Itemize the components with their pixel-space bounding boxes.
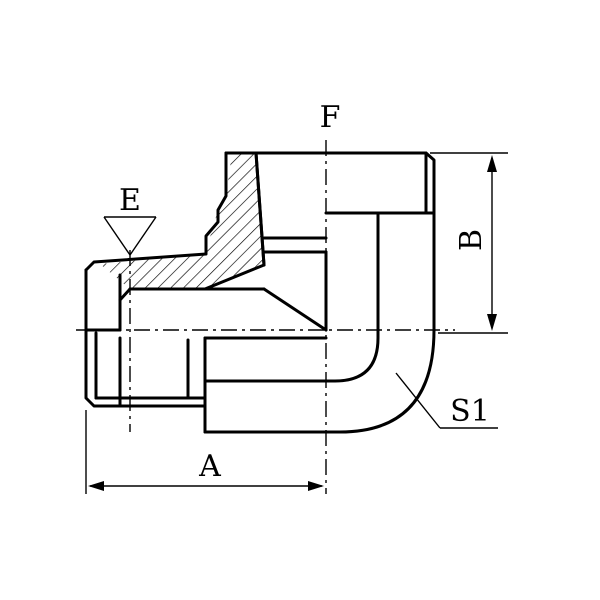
leader-s1 — [395, 372, 498, 429]
label-a: A — [198, 449, 221, 484]
label-s1: S1 — [450, 394, 490, 429]
threaded-end — [84, 268, 328, 434]
leader-e — [103, 216, 157, 256]
dimension-a — [85, 410, 324, 494]
label-f: F — [320, 100, 341, 135]
label-b: B — [454, 229, 489, 251]
elbow-bend — [324, 211, 436, 434]
hatched-section — [100, 153, 264, 289]
body-outline — [84, 151, 328, 332]
label-e: E — [119, 183, 141, 218]
dimension-b — [430, 152, 508, 334]
